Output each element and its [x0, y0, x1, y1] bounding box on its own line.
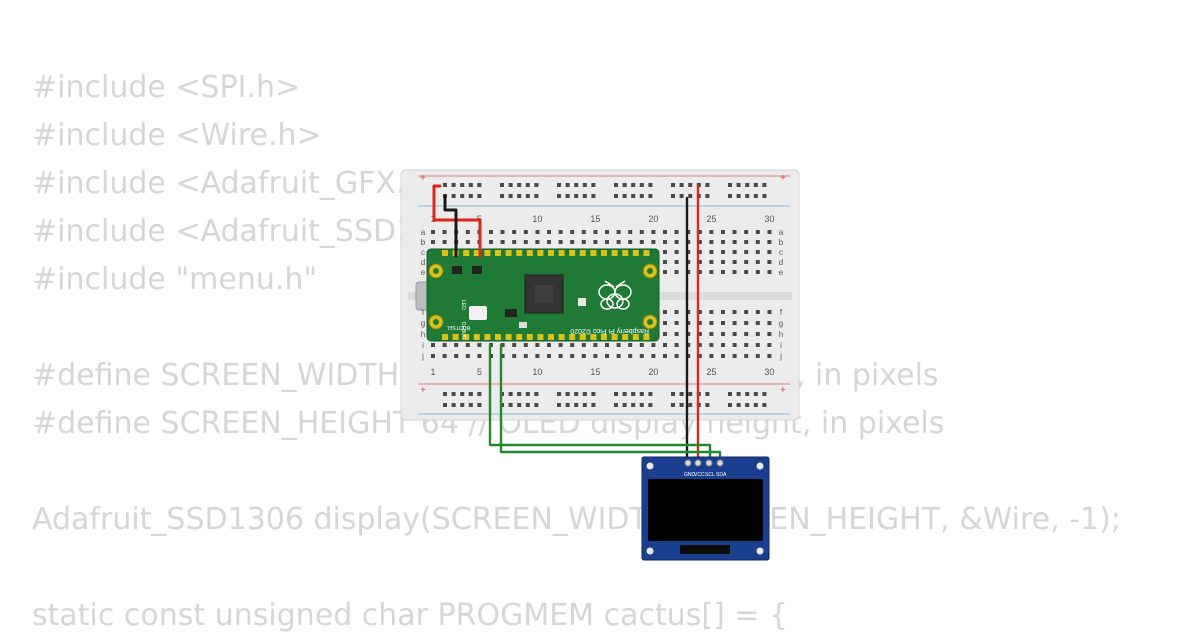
wire-red-pico — [432, 184, 482, 258]
column-label: 15 — [590, 214, 600, 224]
column-label: 15 — [590, 367, 600, 377]
row-label: e — [779, 268, 784, 277]
row-label: h — [779, 330, 783, 339]
oled-pin-scl: SCL — [705, 472, 715, 478]
row-label: j — [421, 352, 424, 361]
row-label: f — [422, 308, 425, 317]
code-line: #include "menu.h" — [32, 262, 318, 297]
row-label: b — [779, 238, 784, 247]
column-label: 25 — [706, 214, 716, 224]
oled-pin-sda: SDA — [716, 472, 727, 478]
row-label: j — [779, 352, 782, 361]
column-label: 5 — [477, 367, 482, 377]
row-label: i — [780, 341, 782, 350]
column-label: 20 — [648, 214, 658, 224]
pico-pin-pads — [442, 250, 650, 340]
row-label: c — [779, 248, 783, 257]
code-line: #include <SPI.h> — [32, 70, 301, 105]
row-label: i — [422, 341, 424, 350]
oled-display[interactable]: GND VCC SCL SDA — [641, 456, 770, 561]
row-label: f — [780, 308, 783, 317]
rail-plus-label-bottom-right: + — [780, 385, 786, 396]
column-label: 30 — [764, 214, 774, 224]
row-label: b — [421, 238, 426, 247]
column-label: 25 — [706, 367, 716, 377]
wire-green-sda — [499, 343, 722, 462]
row-label: d — [779, 258, 783, 267]
column-label: 30 — [764, 367, 774, 377]
code-line: #include <Wire.h> — [32, 118, 322, 153]
rail-plus-label-bottom: + — [420, 385, 426, 396]
row-label: a — [779, 228, 784, 237]
bootsel-button[interactable] — [469, 306, 487, 320]
row-label: c — [421, 248, 425, 257]
row-label: h — [421, 330, 425, 339]
column-label: 10 — [532, 214, 542, 224]
oled-screen — [648, 479, 763, 541]
column-label: 10 — [532, 367, 542, 377]
row-label: d — [421, 258, 425, 267]
raspberry-pi-pico[interactable]: Raspberry Pi Pico ©2020 LED DEBUG BOOTSE… — [415, 248, 660, 342]
column-label: 20 — [648, 367, 658, 377]
row-label: g — [779, 319, 783, 328]
row-label: e — [421, 268, 426, 277]
rail-plus-label-right: + — [780, 173, 786, 184]
bootsel-label: BOOTSEL — [446, 324, 470, 330]
pico-silkscreen: Raspberry Pi Pico ©2020 — [570, 327, 649, 335]
rail-plus-label: + — [420, 173, 426, 184]
row-label: g — [421, 319, 425, 328]
oled-pin-gnd: GND — [684, 472, 696, 478]
column-label: 1 — [430, 367, 435, 377]
code-line: static const unsigned char PROGMEM cactu… — [32, 598, 789, 633]
debug-label: DEBUG — [460, 322, 466, 340]
wire-black-pico — [443, 194, 458, 258]
raspberry-logo-icon — [598, 280, 632, 310]
wires — [432, 184, 722, 462]
oled-pin-vcc: VCC — [694, 472, 705, 478]
led-label: LED — [460, 300, 466, 310]
row-label: a — [421, 228, 426, 237]
